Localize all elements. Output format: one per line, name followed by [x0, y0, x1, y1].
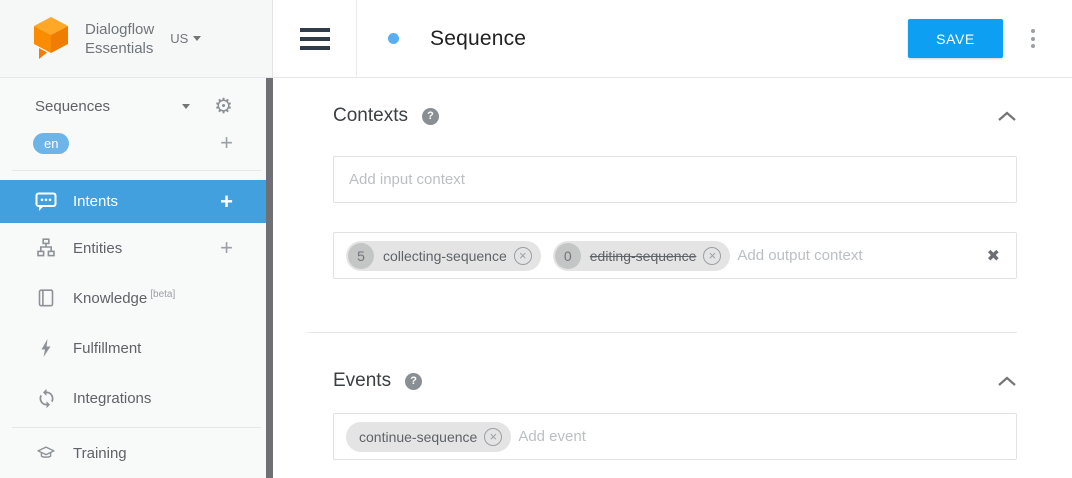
- lightning-bolt-icon: [35, 337, 57, 359]
- help-icon[interactable]: ?: [421, 107, 439, 125]
- sidebar-item-label: Fulfillment: [73, 339, 142, 357]
- help-icon[interactable]: ?: [405, 372, 423, 390]
- output-context-chip[interactable]: 5 collecting-sequence ×: [346, 240, 541, 271]
- output-context-chip[interactable]: 0 editing-sequence ×: [552, 240, 731, 271]
- remove-context-icon[interactable]: ×: [513, 246, 532, 265]
- add-output-context-input[interactable]: [730, 247, 973, 264]
- intent-status-dot: [388, 33, 399, 44]
- sidebar-item-label: Training: [73, 444, 127, 462]
- nav-toggle-area: [273, 0, 357, 77]
- dialogflow-logo-icon: [34, 16, 68, 59]
- sidebar-scrollbar[interactable]: [266, 78, 273, 478]
- sidebar-item-fulfillment[interactable]: Fulfillment: [0, 323, 273, 373]
- event-chip[interactable]: continue-sequence ×: [346, 421, 512, 452]
- events-title: Events: [333, 370, 392, 391]
- sidebar-item-label: Intents: [73, 193, 119, 210]
- page-title: Sequence: [430, 26, 527, 50]
- contexts-section-header: Contexts ?: [333, 105, 1017, 127]
- add-event-input[interactable]: [511, 428, 1000, 445]
- intent-editor: Contexts ? 5 collecting-sequence × 0 edi…: [273, 78, 1072, 478]
- sidebar-divider: [12, 427, 261, 428]
- chat-bubble-icon: [35, 191, 57, 213]
- input-contexts-field: [333, 156, 1017, 203]
- sync-icon: [35, 387, 57, 409]
- sidebar-item-integrations[interactable]: Integrations: [0, 373, 273, 423]
- region-selector[interactable]: US: [170, 31, 202, 46]
- region-label: US: [170, 31, 189, 46]
- remove-event-icon[interactable]: ×: [484, 427, 503, 446]
- agent-name[interactable]: Sequences: [35, 97, 111, 115]
- contexts-title: Contexts: [333, 105, 408, 126]
- context-lifespan[interactable]: 0: [554, 242, 581, 269]
- entities-sitemap-icon: [35, 237, 57, 259]
- sidebar-item-training[interactable]: Training: [0, 428, 273, 478]
- brand-area: Dialogflow Essentials US: [0, 0, 273, 77]
- language-pill[interactable]: en: [33, 132, 70, 154]
- sidebar-item-label: Entities: [73, 239, 123, 257]
- book-icon: [35, 287, 57, 309]
- add-input-context-input[interactable]: [342, 171, 1000, 188]
- collapse-chevron-up-icon[interactable]: [997, 111, 1017, 122]
- more-options-icon[interactable]: [1029, 25, 1037, 51]
- beta-badge: [beta]: [150, 289, 176, 300]
- clear-contexts-icon[interactable]: ✖: [986, 247, 1000, 265]
- context-name: editing-sequence: [589, 247, 697, 264]
- events-section-header: Events ?: [333, 370, 1017, 392]
- language-row: en +: [0, 124, 273, 162]
- collapse-chevron-up-icon[interactable]: [997, 376, 1017, 387]
- sidebar-item-knowledge[interactable]: Knowledge[beta]: [0, 273, 273, 323]
- add-language-button[interactable]: +: [220, 130, 233, 155]
- context-lifespan[interactable]: 5: [348, 242, 374, 269]
- context-name: collecting-sequence: [383, 247, 507, 264]
- add-entity-button[interactable]: +: [220, 235, 233, 260]
- sidebar-item-intents[interactable]: Intents +: [0, 180, 273, 223]
- save-button[interactable]: SAVE: [908, 19, 1003, 58]
- section-divider: [307, 332, 1017, 333]
- event-name: continue-sequence: [359, 428, 478, 445]
- sidebar-item-entities[interactable]: Entities +: [0, 223, 273, 273]
- top-bar: Dialogflow Essentials US Sequence SAVE: [0, 0, 1072, 78]
- sidebar-divider: [12, 170, 261, 171]
- sidebar-item-label: Knowledge[beta]: [73, 289, 176, 307]
- brand-name: Dialogflow Essentials: [85, 20, 155, 57]
- sidebar: Sequences ⚙ en + Intents +: [0, 78, 273, 478]
- agent-dropdown-icon[interactable]: [182, 103, 191, 109]
- output-contexts-field: 5 collecting-sequence × 0 editing-sequen…: [333, 232, 1017, 279]
- remove-context-icon[interactable]: ×: [703, 246, 722, 265]
- settings-gear-icon[interactable]: ⚙: [214, 94, 233, 118]
- add-intent-button[interactable]: +: [220, 188, 233, 214]
- graduation-cap-icon: [35, 442, 57, 464]
- sidebar-item-label: Integrations: [73, 389, 152, 407]
- events-field: continue-sequence ×: [333, 413, 1017, 460]
- agent-selector-row: Sequences ⚙: [0, 88, 273, 124]
- title-area: Sequence SAVE: [357, 0, 1072, 77]
- menu-icon[interactable]: [299, 27, 330, 50]
- chevron-down-icon: [193, 36, 202, 41]
